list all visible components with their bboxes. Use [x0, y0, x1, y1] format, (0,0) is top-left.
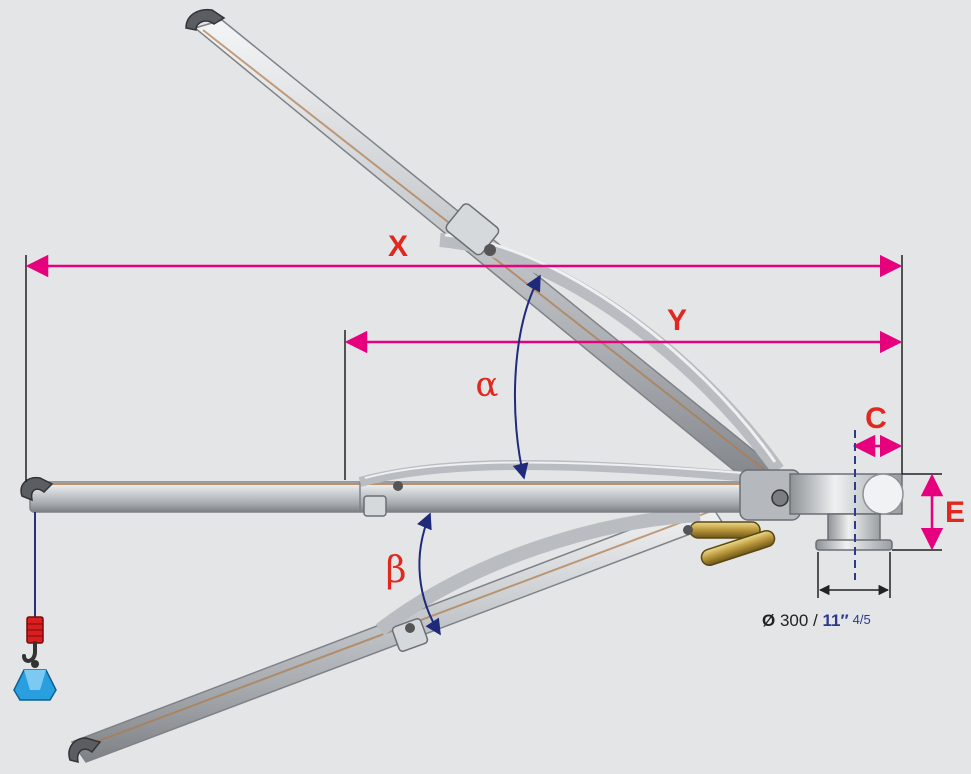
- dimension-base-diameter: [817, 552, 891, 598]
- dimension-e: [892, 473, 944, 551]
- horizontal-arm: [29, 459, 771, 517]
- pivot-joint: [739, 469, 801, 521]
- hook-icon: [22, 641, 39, 668]
- label-x: X: [388, 230, 408, 263]
- horizontal-arm-tip-hook-icon: [20, 476, 54, 502]
- diameter-metric: 300 /: [775, 611, 822, 630]
- chain-block-icon: [26, 616, 44, 644]
- diameter-inch-whole: 11″: [823, 611, 849, 630]
- label-alpha: α: [476, 365, 499, 405]
- dimension-y: [344, 330, 903, 480]
- lower-arm-tip-hook-icon: [68, 737, 102, 764]
- lower-arm: [70, 499, 724, 763]
- crane-base: [789, 473, 904, 551]
- hydraulic-cylinder: [683, 521, 776, 567]
- load-weight-icon: [13, 669, 57, 701]
- diameter-symbol: Ø: [762, 611, 775, 630]
- dimension-x: [25, 254, 903, 482]
- angle-beta-arc: [416, 512, 441, 636]
- label-c: C: [865, 402, 887, 435]
- upper-arm-tip-hook-icon: [185, 8, 226, 31]
- label-beta: β: [386, 550, 407, 591]
- label-y: Y: [667, 304, 687, 337]
- angle-alpha-arc: [512, 274, 541, 480]
- upper-arm: [193, 19, 792, 502]
- base-diameter-label: Ø 300 / 11″ 4/5: [762, 611, 871, 630]
- diameter-inch-fraction: 4/5: [853, 612, 871, 627]
- label-e: E: [945, 496, 965, 529]
